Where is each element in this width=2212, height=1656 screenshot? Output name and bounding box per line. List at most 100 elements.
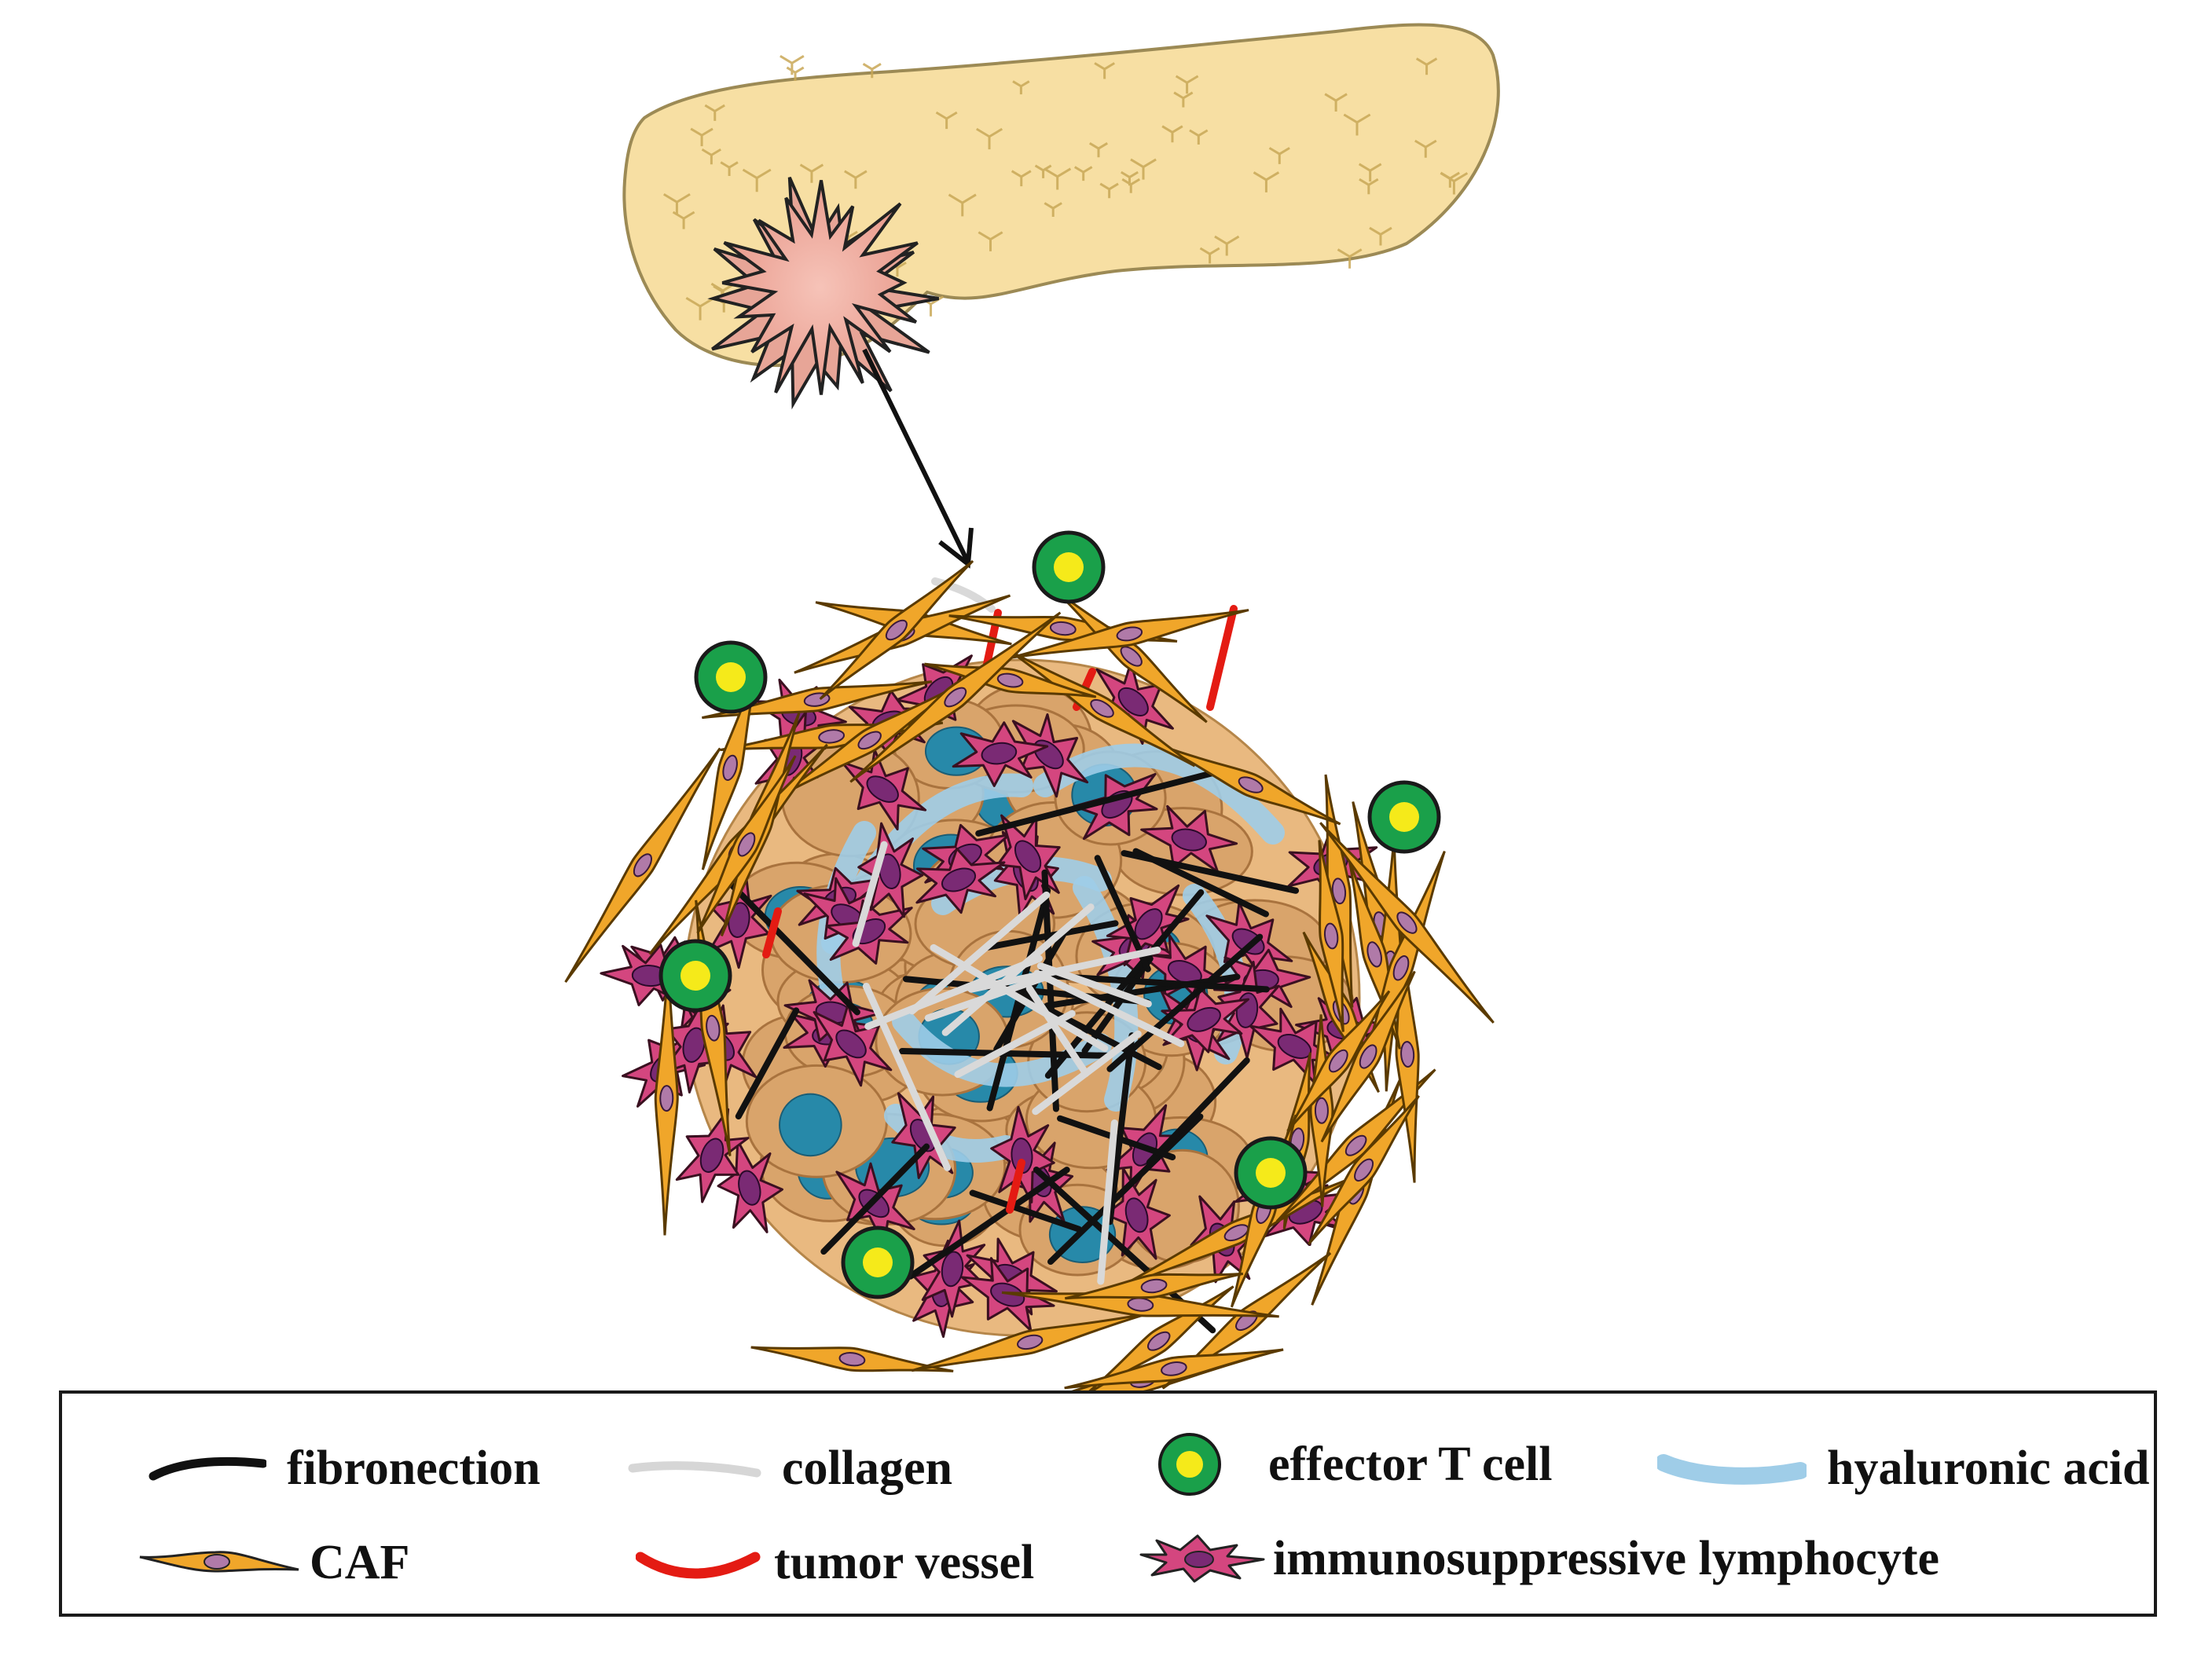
lobule-mark	[1369, 226, 1392, 246]
legend-label-caf: CAF	[310, 1535, 410, 1589]
lobule-mark	[1161, 125, 1183, 143]
immunosuppressive-lymphocyte	[921, 1219, 986, 1318]
fibronectin-fiber	[1106, 1032, 1135, 1226]
lobule-mark	[690, 127, 713, 147]
lobule-mark	[1173, 91, 1194, 108]
collagen-fiber	[1025, 984, 1090, 1078]
lobule-mark	[1044, 202, 1062, 217]
immunosuppressive-lymphocyte	[915, 847, 1006, 914]
lobule-mark	[1324, 93, 1348, 112]
collagen-fiber	[864, 954, 1043, 1030]
immunosuppressive-lymphocyte	[990, 1105, 1055, 1204]
lobule-mark	[1034, 164, 1052, 178]
lobule-mark	[1073, 166, 1093, 181]
lobule-mark	[780, 55, 805, 75]
immunosuppressive-lymphocyte	[675, 1108, 750, 1204]
caf-cell	[819, 559, 974, 701]
lobule-mark	[948, 193, 977, 217]
fibronectin-fiber	[975, 768, 1220, 837]
caf-cell	[1286, 990, 1391, 1132]
lobule-mark	[976, 127, 1003, 150]
lobule-mark	[1414, 139, 1437, 158]
tumor-vessel	[1006, 1159, 1025, 1214]
effector-t-cell-center	[1054, 552, 1084, 582]
collagen-fiber	[852, 841, 888, 947]
collagen-fiber	[941, 903, 1095, 1036]
fibronectin-fiber	[1106, 933, 1264, 1072]
lobule-mark	[672, 211, 695, 229]
lobule-mark	[704, 104, 725, 121]
spindle-cell-icon	[139, 1551, 299, 1573]
black-fiber-icon	[149, 1456, 266, 1481]
tumor-vessel	[762, 907, 782, 958]
legend-item-fibronectin: fibronection	[149, 1437, 541, 1500]
legend-item-tumor-vessel: tumor vessel	[636, 1531, 1034, 1594]
star-cell-icon	[1139, 1534, 1265, 1583]
lobule-mark	[1268, 147, 1290, 164]
red-curve-icon	[636, 1552, 761, 1579]
effector-t-cell-center	[863, 1247, 893, 1277]
caf-cell	[1320, 970, 1416, 1143]
effector-t-cell-center	[680, 961, 710, 991]
lobule-mark	[1343, 113, 1371, 136]
fibronectin-fiber	[1132, 848, 1269, 918]
immunosuppressive-lymphocyte	[717, 1139, 784, 1233]
fibronectin-fiber	[820, 1143, 930, 1255]
lobule-mark	[1253, 171, 1280, 192]
fibronectin-fiber	[1047, 1113, 1204, 1266]
caf-cell	[564, 747, 721, 984]
lobule-mark	[1189, 129, 1209, 145]
immunosuppressive-lymphocyte	[1249, 1007, 1341, 1086]
collagen-fiber	[930, 943, 1109, 1052]
lobule-mark	[1012, 80, 1030, 95]
immunosuppressive-lymphocyte	[1106, 884, 1190, 967]
immunosuppressive-lymphocyte	[857, 822, 924, 918]
legend-item-collagen: collagen	[628, 1437, 952, 1500]
immunosuppressive-lymphocyte	[952, 721, 1049, 787]
legend-item-hyaluronic-acid: hyaluronic acid	[1657, 1437, 2150, 1500]
fibronectin-fiber	[717, 870, 860, 1016]
collagen-fiber	[1033, 969, 1185, 1047]
caf-cell	[702, 680, 933, 720]
fibronectin-fiber	[1081, 955, 1154, 1054]
legend-label-effector-t-cell: effector T cell	[1268, 1437, 1553, 1491]
lobule-mark	[1358, 163, 1382, 182]
caf-cell	[1008, 650, 1196, 768]
tumor-vessel	[1206, 605, 1238, 711]
legend-label-tumor-vessel: tumor vessel	[774, 1535, 1035, 1589]
lobule-mark	[1214, 235, 1240, 256]
lobule-mark	[742, 168, 772, 192]
legend-label-hyaluronic-acid: hyaluronic acid	[1827, 1441, 2150, 1495]
caf-cell	[1064, 1348, 1284, 1390]
legend: fibronection collagen effector T cell hy…	[59, 1390, 2157, 1617]
gray-fiber-icon	[628, 1461, 761, 1478]
lobule-mark	[720, 161, 739, 176]
fibronectin-fiber	[1044, 973, 1241, 1009]
lobule-mark	[701, 148, 721, 165]
lobule-mark	[1099, 182, 1119, 199]
primary-tumor	[707, 176, 939, 410]
caf-cell	[1319, 822, 1495, 1024]
legend-item-caf: CAF	[137, 1531, 409, 1594]
lobule-mark	[1175, 75, 1199, 94]
lobule-mark	[1199, 247, 1220, 264]
caf-cell	[696, 755, 797, 934]
green-cell-icon	[1158, 1433, 1221, 1496]
lobule-mark	[1359, 178, 1379, 195]
collagen-fiber	[908, 891, 1051, 1015]
lobule-mark	[663, 192, 691, 215]
lobule-mark	[799, 163, 824, 183]
effector-t-cell-center	[1389, 802, 1419, 832]
effector-t-cell-center	[1256, 1158, 1286, 1188]
lobule-mark	[1440, 172, 1469, 195]
effector-t-cell-center	[716, 662, 746, 692]
collagen-fiber	[924, 973, 1050, 1022]
caf-cell	[911, 1312, 1149, 1372]
fibronectin-fiber	[1041, 869, 1059, 1112]
caf-cell	[1275, 1068, 1436, 1223]
fibronectin-fiber	[969, 1189, 1082, 1233]
lobule-mark	[1415, 57, 1438, 75]
caf-cell	[1010, 609, 1249, 659]
caf-cell	[849, 611, 1062, 783]
